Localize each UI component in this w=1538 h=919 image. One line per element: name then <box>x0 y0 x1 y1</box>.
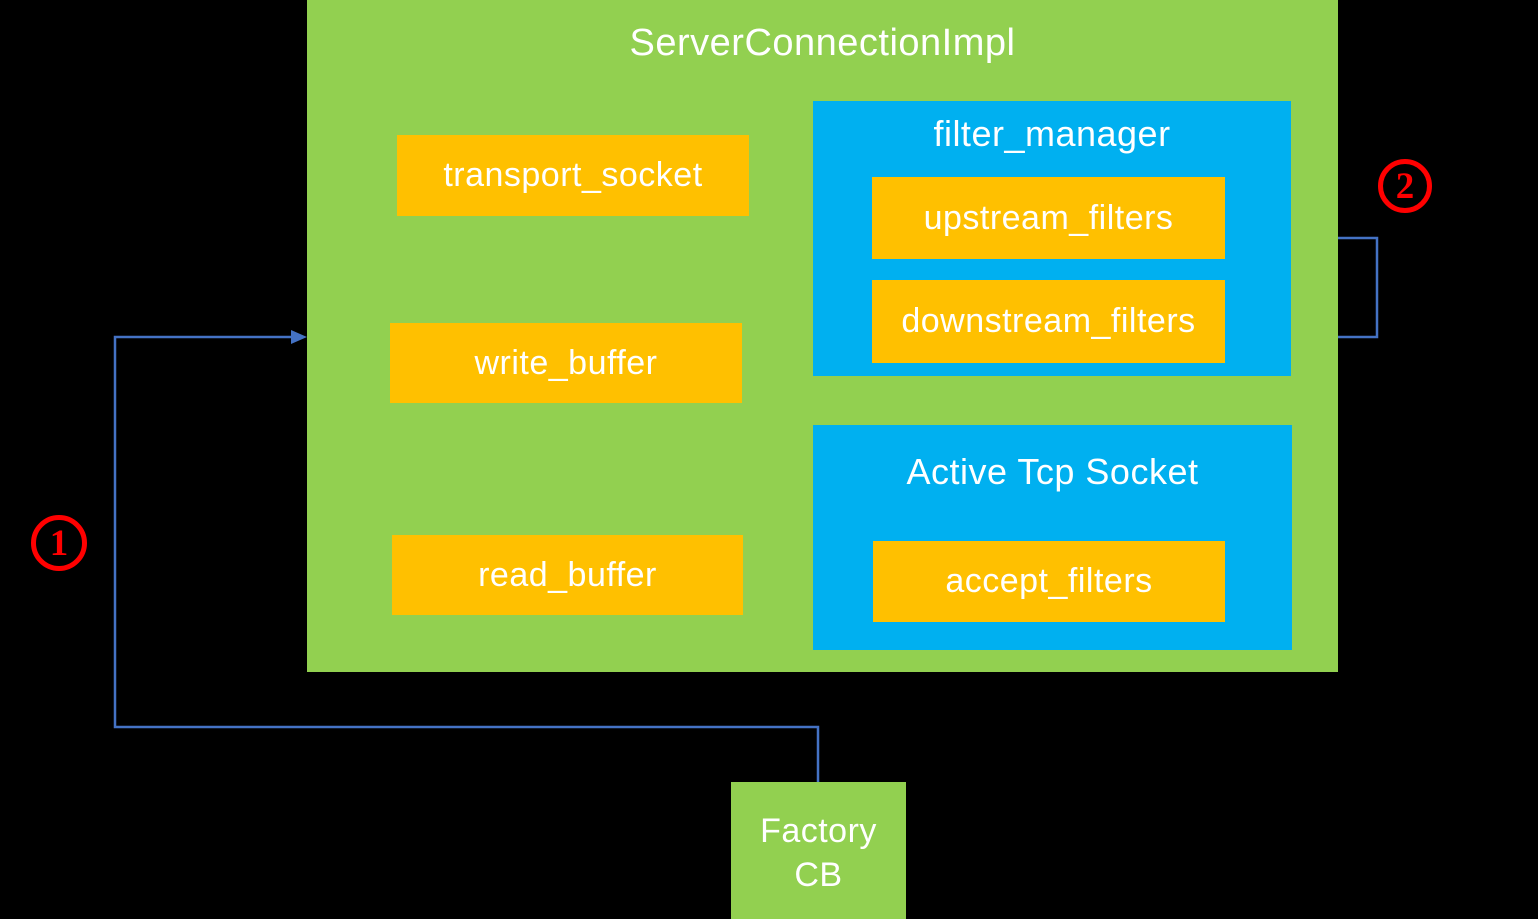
read-buffer-box: read_buffer <box>392 535 743 615</box>
upstream-filters-box: upstream_filters <box>872 177 1225 259</box>
filter-manager-title: filter_manager <box>933 113 1171 154</box>
factory-cb-label-line2: CB <box>794 855 843 894</box>
server-connection-impl-title: ServerConnectionImpl <box>629 22 1016 64</box>
step-2-badge: 2 <box>1378 159 1432 213</box>
write-buffer-box: write_buffer <box>390 323 742 403</box>
factory-cb-label-line1: Factory <box>760 811 877 850</box>
transport-socket-box: transport_socket <box>397 135 749 216</box>
factory-cb-box: Factory CB <box>731 782 906 919</box>
accept-filters-box: accept_filters <box>873 541 1225 622</box>
active-tcp-socket-title: Active Tcp Socket <box>906 451 1199 492</box>
downstream-filters-box: downstream_filters <box>872 280 1225 363</box>
step-1-badge: 1 <box>31 515 87 571</box>
